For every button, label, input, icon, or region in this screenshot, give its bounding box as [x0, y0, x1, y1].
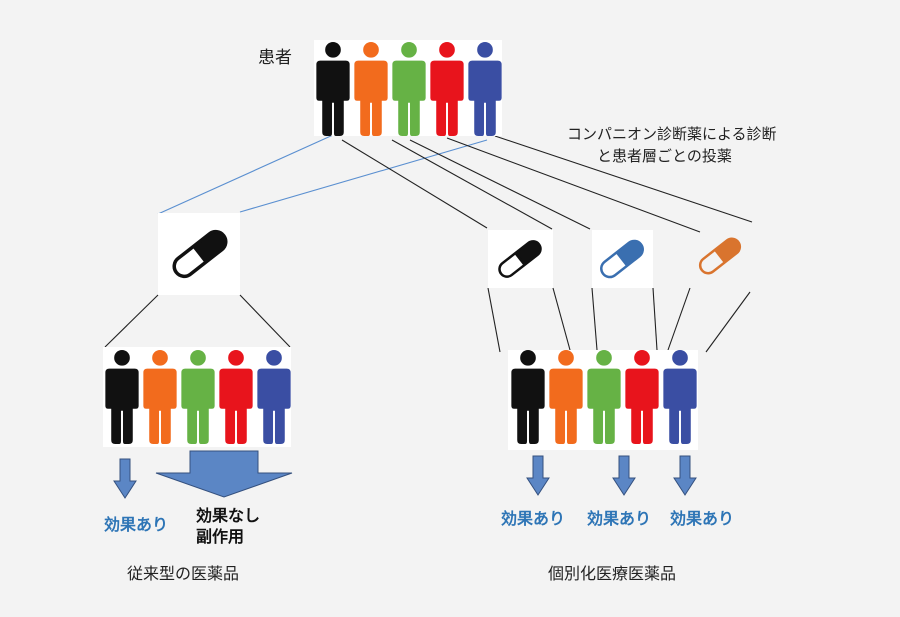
down-arrow-icon: [526, 455, 550, 496]
connector-line: [157, 134, 334, 215]
connector-line: [446, 137, 701, 233]
connector-line: [705, 291, 751, 353]
patients-label: 患者: [258, 48, 292, 68]
left-sideeffect-label: 副作用: [196, 527, 245, 546]
left-noeffect-label: 効果なし: [196, 506, 261, 525]
connector-line: [552, 287, 571, 351]
capsule-icon: [600, 239, 644, 279]
connector-line: [667, 287, 691, 351]
connector-line: [494, 135, 753, 223]
left-effect-label: 効果あり: [104, 515, 169, 534]
capsule-divider: [615, 251, 629, 267]
down-arrow-icon: [612, 455, 636, 496]
capsule-icon: [498, 240, 542, 278]
right-effect-label-1: 効果あり: [501, 509, 566, 528]
connector-line: [591, 287, 598, 351]
down-arrow-icon: [113, 458, 137, 499]
capsule-icon: [698, 237, 742, 275]
capsule-half: [515, 241, 541, 265]
capsule-icon: [172, 229, 228, 279]
connector-line: [487, 287, 501, 353]
connector-line: [341, 139, 488, 229]
capsule-divider: [714, 248, 726, 264]
right-effect-label-3: 効果あり: [670, 509, 735, 528]
connector-line: [409, 139, 591, 230]
companion-diagnosis-label-line1: コンパニオン診断薬による診断: [567, 125, 777, 143]
capsule-divider: [192, 245, 208, 263]
connector-line: [104, 294, 159, 348]
connector-line: [391, 139, 553, 230]
down-arrow-icon: [155, 450, 293, 498]
connector-line: [239, 139, 488, 213]
connector-line: [652, 287, 658, 351]
right-effect-label-2: 効果あり: [587, 509, 652, 528]
down-arrow-icon: [673, 455, 697, 496]
companion-diagnosis-label-line2: と患者層ごとの投薬: [597, 147, 732, 165]
left-caption: 従来型の医薬品: [127, 564, 240, 583]
capsule-divider: [514, 252, 526, 266]
connector-line: [239, 294, 291, 348]
right-caption: 個別化医療医薬品: [548, 564, 677, 583]
